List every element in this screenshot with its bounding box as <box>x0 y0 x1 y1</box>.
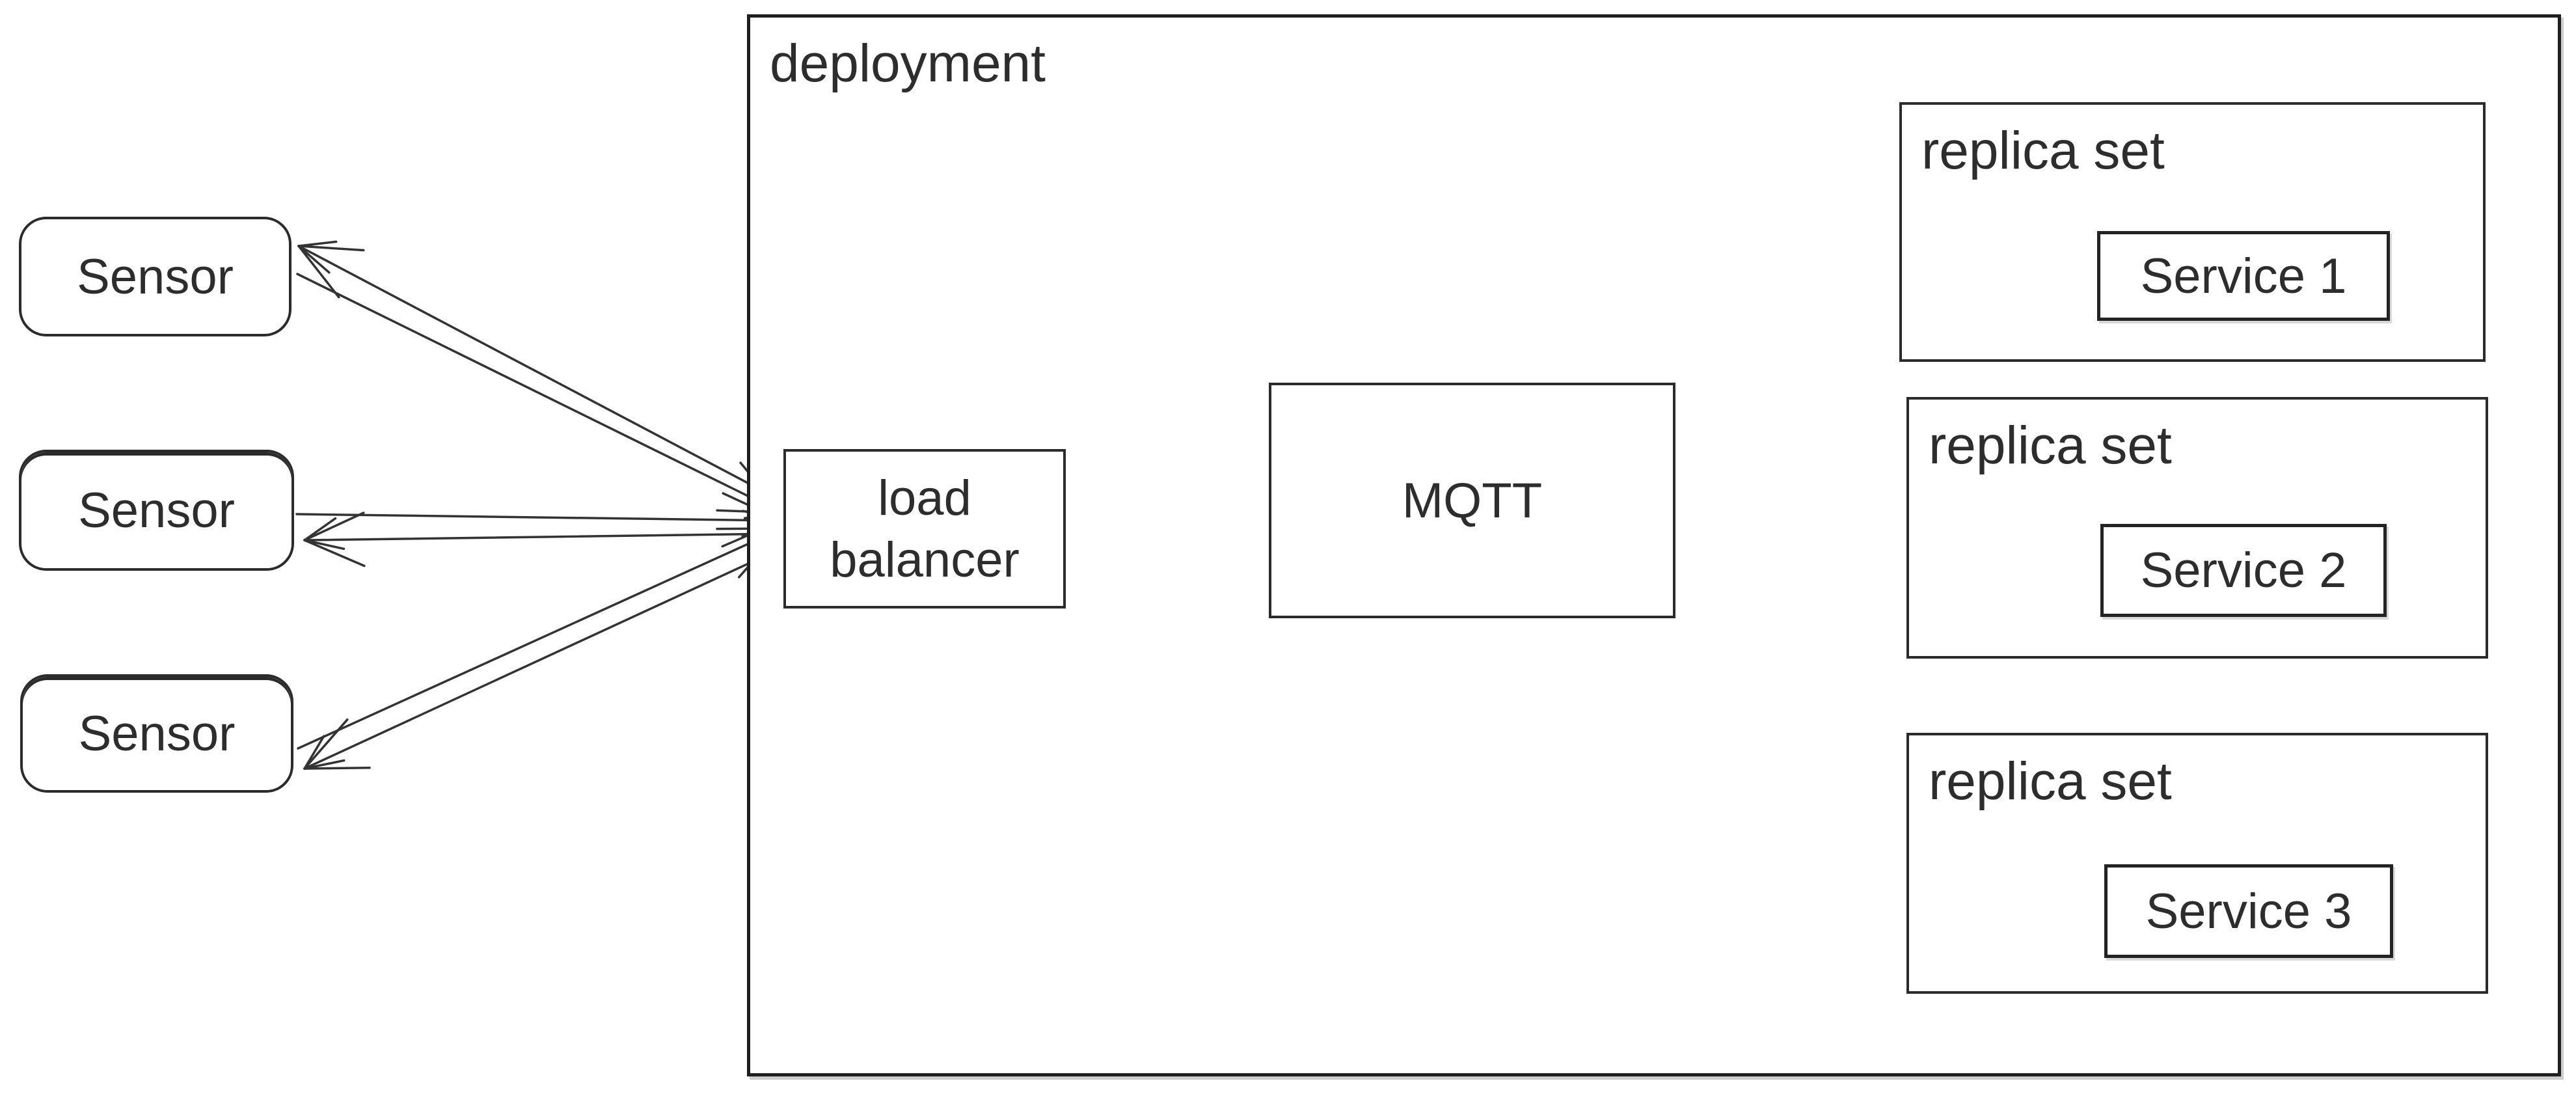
load-balancer-label: load balancer <box>830 470 1020 588</box>
load-balancer-to-sensor1 <box>297 245 783 502</box>
sensor3-to-load-balancer <box>297 527 783 750</box>
load-balancer-to-sensor1-arrowhead-stroke-3 <box>297 240 338 247</box>
sensor-3-box: Sensor <box>20 674 293 793</box>
sensor-2-label: Sensor <box>78 482 235 538</box>
load-balancer-to-sensor1-arrowhead-stroke-1 <box>297 245 365 252</box>
load-balancer-to-sensor2 <box>303 532 783 541</box>
load-balancer-to-sensor2-arrowhead-stroke-2 <box>303 539 346 551</box>
load-balancer-to-sensor3-arrowhead-stroke-2 <box>303 759 346 770</box>
load-balancer-to-sensor2-arrowhead-stroke-1 <box>303 512 365 541</box>
deployment-label: deployment <box>770 34 1046 93</box>
service-1-box: Service 1 <box>2097 231 2390 321</box>
sensor2-to-load-balancer <box>295 513 783 522</box>
load-balancer-to-sensor3 <box>303 547 783 770</box>
mqtt-label: MQTT <box>1402 472 1543 528</box>
service-1-label: Service 1 <box>2140 248 2347 304</box>
load-balancer-to-sensor3-arrowhead-stroke-1 <box>303 718 349 770</box>
replica-set-2-label: replica set <box>1929 416 2172 475</box>
replica-set-3-label: replica set <box>1929 752 2172 811</box>
service-2-box: Service 2 <box>2100 524 2387 617</box>
load-balancer-box: load balancer <box>783 449 1066 609</box>
load-balancer-to-sensor3-arrowhead-stroke-3 <box>303 735 325 770</box>
sensor-3-label: Sensor <box>78 705 236 761</box>
load-balancer-to-sensor1-arrowhead-stroke-2 <box>297 245 331 274</box>
sensor1-to-load-balancer <box>296 273 783 514</box>
load-balancer-to-sensor2-arrowhead-stroke-0 <box>303 539 366 568</box>
service-2-label: Service 2 <box>2140 543 2347 598</box>
mqtt-box: MQTT <box>1269 383 1675 618</box>
service-3-label: Service 3 <box>2145 883 2352 939</box>
load-balancer-to-sensor3-arrowhead-stroke-0 <box>303 766 371 770</box>
service-3-box: Service 3 <box>2104 864 2393 958</box>
load-balancer-to-sensor1-arrowhead-stroke-0 <box>297 245 340 299</box>
sensor-2-box: Sensor <box>19 450 294 571</box>
load-balancer-to-sensor2-arrowhead-stroke-3 <box>303 517 337 541</box>
sensor-1-label: Sensor <box>77 249 234 305</box>
sensor-1-box: Sensor <box>19 217 291 336</box>
replica-set-1-label: replica set <box>1921 121 2165 180</box>
